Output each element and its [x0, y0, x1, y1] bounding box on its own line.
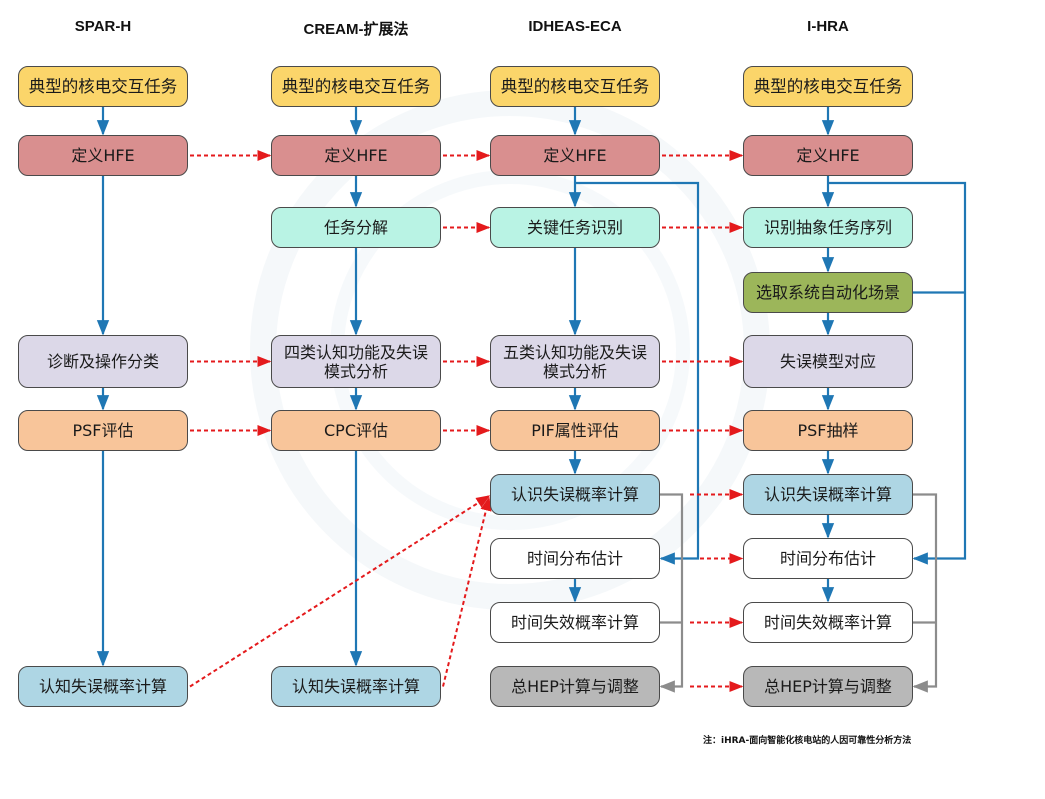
box-cream-cognitive: 四类认知功能及失误 模式分析 — [271, 335, 441, 388]
box-idheas-task: 典型的核电交互任务 — [490, 66, 660, 107]
column-title-spar-h: SPAR-H — [3, 18, 203, 35]
box-ihra-time-dist: 时间分布估计 — [743, 538, 913, 579]
box-idheas-time-dist: 时间分布估计 — [490, 538, 660, 579]
box-sparh-hep: 认知失误概率计算 — [18, 666, 188, 707]
mapping-arrow-diagonal — [443, 498, 489, 687]
box-idheas-total: 总HEP计算与调整 — [490, 666, 660, 707]
box-idheas-cognitive: 五类认知功能及失误 模式分析 — [490, 335, 660, 388]
box-idheas-key: 关键任务识别 — [490, 207, 660, 248]
column-title-i-hra: I-HRA — [728, 18, 928, 35]
box-ihra-error-model: 失误模型对应 — [743, 335, 913, 388]
box-sparh-hfe: 定义HFE — [18, 135, 188, 176]
box-cream-decompose: 任务分解 — [271, 207, 441, 248]
box-idheas-cep: 认识失误概率计算 — [490, 474, 660, 515]
box-idheas-pif: PIF属性评估 — [490, 410, 660, 451]
box-idheas-hfe: 定义HFE — [490, 135, 660, 176]
box-ihra-psf: PSF抽样 — [743, 410, 913, 451]
box-sparh-task: 典型的核电交互任务 — [18, 66, 188, 107]
box-cream-hep: 认知失误概率计算 — [271, 666, 441, 707]
box-sparh-psf: PSF评估 — [18, 410, 188, 451]
box-idheas-time-fail: 时间失效概率计算 — [490, 602, 660, 643]
merge-arrow — [913, 495, 936, 687]
box-cream-hfe: 定义HFE — [271, 135, 441, 176]
box-ihra-task: 典型的核电交互任务 — [743, 66, 913, 107]
footnote: 注：iHRA-面向智能化核电站的人因可靠性分析方法 — [703, 733, 911, 746]
column-title-idheas-eca: IDHEAS-ECA — [475, 18, 675, 35]
mapping-arrow-diagonal — [190, 496, 489, 687]
column-title-cream: CREAM-扩展法 — [256, 18, 456, 39]
box-cream-cpc: CPC评估 — [271, 410, 441, 451]
box-sparh-classify: 诊断及操作分类 — [18, 335, 188, 388]
box-ihra-hfe: 定义HFE — [743, 135, 913, 176]
box-ihra-abstract: 识别抽象任务序列 — [743, 207, 913, 248]
box-ihra-total: 总HEP计算与调整 — [743, 666, 913, 707]
box-ihra-scenario: 选取系统自动化场景 — [743, 272, 913, 313]
box-cream-task: 典型的核电交互任务 — [271, 66, 441, 107]
box-ihra-time-fail: 时间失效概率计算 — [743, 602, 913, 643]
merge-arrow — [660, 495, 682, 687]
box-ihra-cep: 认识失误概率计算 — [743, 474, 913, 515]
